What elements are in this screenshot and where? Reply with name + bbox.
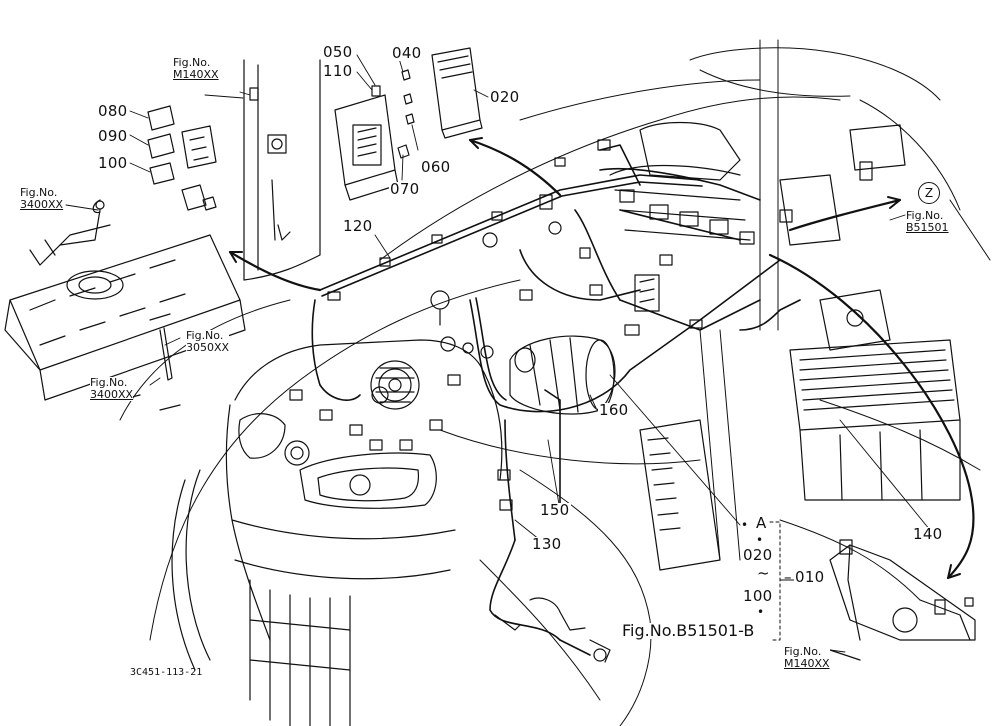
fig-ref-prefix: Fig.No. (173, 56, 211, 69)
part-label-020-top[interactable]: 020 (489, 88, 521, 106)
fig-ref-number: 3400XX (20, 198, 64, 211)
switch-housing (829, 539, 976, 661)
fig-ref-3400xx-bottom[interactable]: Fig.No. 3400XX (90, 376, 134, 401)
part-label-090[interactable]: 090 (97, 127, 129, 145)
part-label-100-group[interactable]: 100 (742, 587, 774, 605)
part-label-060[interactable]: 060 (420, 158, 452, 176)
fig-ref-prefix: Fig.No. (784, 645, 822, 658)
fig-ref-prefix: Fig.No. (906, 209, 944, 222)
part-label-140[interactable]: 140 (912, 525, 944, 543)
part-label-010[interactable]: 010 (794, 568, 826, 586)
group-bullet-top: • (741, 518, 749, 532)
fig-ref-b51501-b[interactable]: Fig.No.B51501-B (622, 621, 755, 640)
part-label-020-group[interactable]: 020 (742, 546, 774, 564)
leader-lines (65, 54, 931, 653)
engine-head (4, 199, 246, 411)
part-label-040[interactable]: 040 (391, 44, 423, 62)
starter-motor (430, 290, 616, 415)
alternator (370, 360, 420, 410)
part-label-080[interactable]: 080 (97, 102, 129, 120)
lower-harness (494, 597, 611, 663)
group-bullet-bottom: • (757, 605, 765, 619)
dash-harness (597, 121, 906, 246)
arrow-to-relay-panel (468, 138, 562, 197)
part-label-130[interactable]: 130 (531, 535, 563, 553)
group-bracket (769, 521, 781, 641)
battery-area (639, 289, 961, 571)
fig-ref-3050xx[interactable]: Fig.No. 3050XX (186, 329, 230, 354)
group-letter-a[interactable]: A (755, 514, 768, 532)
group-tilde: ~ (757, 564, 770, 582)
harness-connectors (289, 157, 703, 511)
fig-ref-prefix: Fig.No. (90, 376, 128, 389)
view-marker-z[interactable]: Z (918, 182, 940, 204)
drawing-code: 3C451-113-21 (130, 667, 203, 678)
part-label-100-top[interactable]: 100 (97, 154, 129, 172)
part-label-110[interactable]: 110 (322, 62, 354, 80)
hood-front (171, 339, 503, 726)
fig-ref-prefix: Fig.No. (186, 329, 224, 342)
part-label-050[interactable]: 050 (322, 43, 354, 61)
part-label-150[interactable]: 150 (539, 501, 571, 519)
fig-ref-number: 3400XX (90, 388, 134, 401)
fig-ref-b51501[interactable]: Fig.No. B51501 (906, 210, 949, 234)
fig-ref-number: B51501 (906, 221, 949, 234)
group-bullet-mid: • (756, 533, 764, 547)
fig-ref-3400xx-top[interactable]: Fig.No. 3400XX (20, 186, 64, 211)
fig-ref-m140xx-top[interactable]: Fig.No. M140XX (173, 57, 219, 81)
fig-ref-m140xx-bottom[interactable]: Fig.No. M140XX (784, 646, 830, 670)
arrow-to-fig-z (788, 198, 902, 232)
fig-ref-prefix: Fig.No. (20, 186, 58, 199)
fig-ref-number: 3050XX (186, 341, 230, 354)
part-label-120[interactable]: 120 (342, 217, 374, 235)
fuse-box-panel (147, 47, 483, 281)
fig-ref-leaders (204, 94, 244, 99)
part-label-070[interactable]: 070 (389, 180, 421, 198)
part-label-160[interactable]: 160 (598, 401, 630, 419)
arrow-to-switch-housing (768, 253, 975, 580)
group-dash: – (784, 568, 792, 586)
arrow-to-engine-head (228, 250, 322, 292)
fig-ref-number: M140XX (784, 657, 830, 670)
reference-arrows (228, 137, 975, 580)
fig-ref-number: M140XX (173, 68, 219, 81)
main-harness (311, 144, 801, 656)
